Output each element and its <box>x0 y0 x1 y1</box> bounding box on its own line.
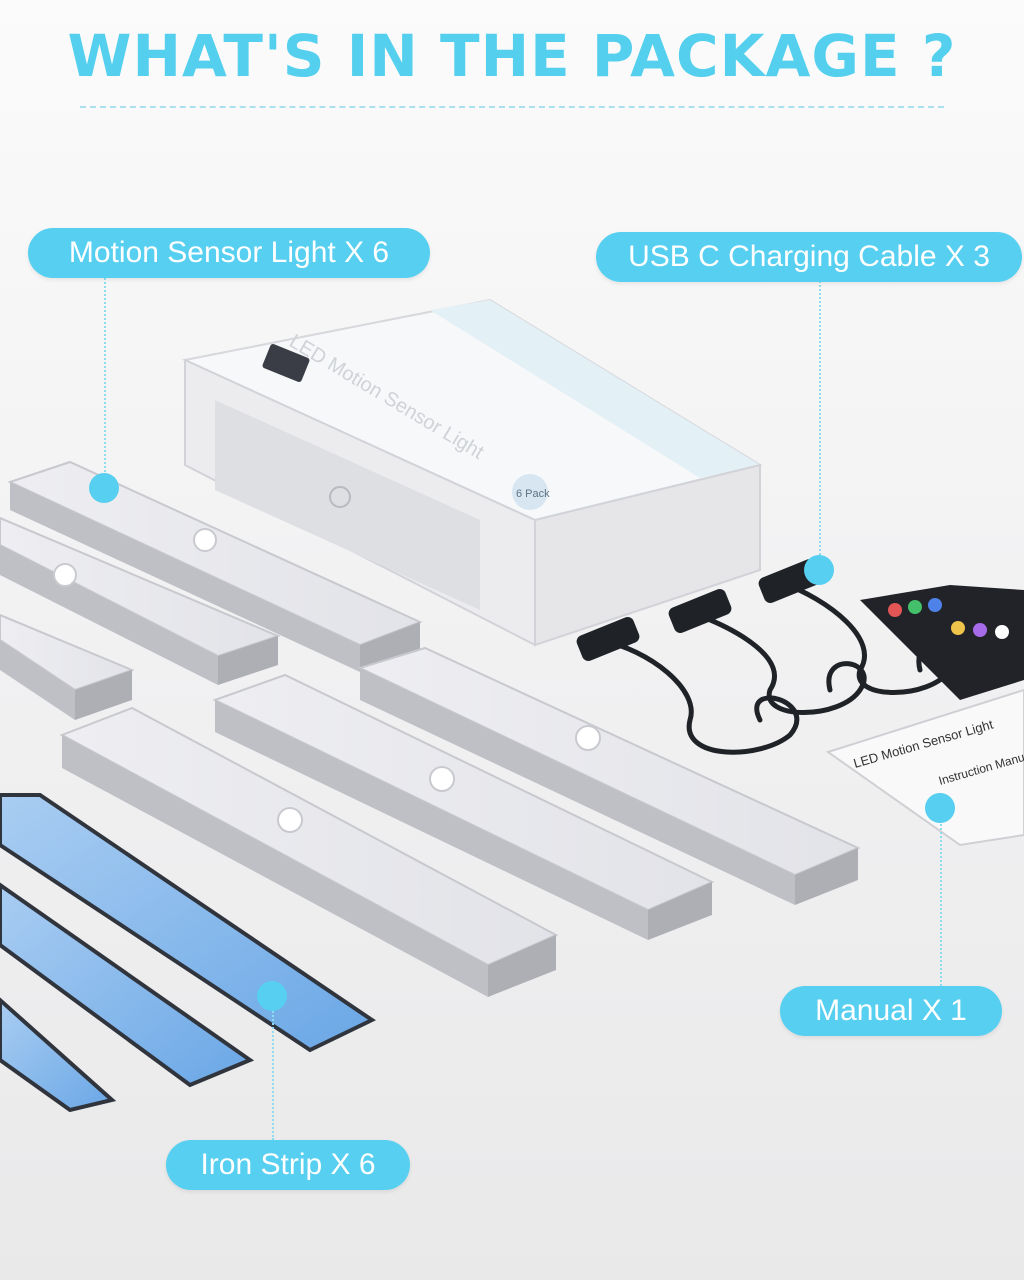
light-bar <box>59 706 559 997</box>
marker-dot <box>925 793 955 823</box>
label-manual: Manual X 1 <box>780 986 1002 1036</box>
package-box <box>181 298 763 647</box>
label-usb-cable: USB C Charging Cable X 3 <box>596 232 1022 282</box>
manual-sheet: LED Motion Sensor Light Instruction Manu… <box>825 688 1024 847</box>
label-iron-strip: Iron Strip X 6 <box>166 1140 410 1190</box>
leader-line <box>104 278 106 488</box>
marker-dot <box>89 473 119 503</box>
light-bar <box>0 516 281 685</box>
marker-dot <box>257 981 287 1011</box>
page-title: WHAT'S IN THE PACKAGE ? <box>67 22 957 90</box>
leader-line <box>272 996 274 1140</box>
leader-line <box>819 281 821 571</box>
light-bar <box>0 613 135 720</box>
iron-strip <box>0 997 117 1113</box>
iron-strip <box>0 882 255 1088</box>
light-bar <box>7 460 423 672</box>
title-divider <box>80 106 944 108</box>
label-motion-sensor-light: Motion Sensor Light X 6 <box>28 228 430 278</box>
leader-line <box>940 808 942 986</box>
remote-control <box>860 585 1024 700</box>
box-pack-badge: 6 Pack <box>516 488 550 500</box>
light-bar <box>357 646 861 905</box>
marker-dot <box>804 555 834 585</box>
light-bar <box>212 673 715 940</box>
